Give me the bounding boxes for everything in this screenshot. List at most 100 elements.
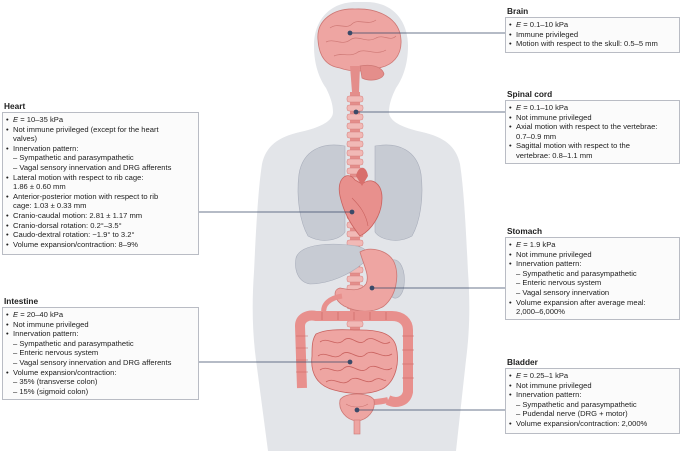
info-subitem: – Sympathetic and parasympathetic — [509, 269, 675, 279]
spinal-cord-info-list: E = 0.1–10 kPaNot immune privilegedAxial… — [509, 103, 675, 161]
info-subitem: – Sympathetic and parasympathetic — [509, 400, 675, 410]
info-text: – Sympathetic and parasympathetic — [13, 153, 134, 163]
heart — [338, 167, 383, 237]
info-text: Volume expansion after average meal: — [516, 297, 646, 307]
info-subitem: – Sympathetic and parasympathetic — [6, 339, 194, 349]
heart-info-list: E = 10–35 kPaNot immune privileged (exce… — [6, 115, 194, 249]
info-text: cage: 1.03 ± 0.33 mm — [13, 201, 87, 211]
bladder-info-list: E = 0.25–1 kPaNot immune privilegedInner… — [509, 371, 675, 429]
elastic-modulus-symbol: E — [13, 115, 19, 124]
liver — [295, 243, 368, 285]
info-text: = 0.1–10 kPa — [521, 103, 569, 112]
vertebra — [346, 158, 364, 166]
vertebra — [346, 149, 364, 157]
info-subitem: 0.7–0.9 mm — [509, 132, 675, 142]
info-item: Cranio-caudal motion: 2.81 ± 1.17 mm — [6, 211, 194, 221]
info-subitem: – Vagal sensory innervation and DRG affe… — [6, 163, 194, 173]
info-item: Not immune privileged — [6, 320, 194, 330]
info-text: Axial motion with respect to the vertebr… — [516, 122, 658, 132]
spinal-cord-title: Spinal cord — [507, 89, 553, 99]
info-text: Motion with respect to the skull: 0.5–5 … — [516, 39, 658, 49]
brainstem — [350, 66, 360, 92]
info-text: Caudo-dextral rotation: −1.9° to 3.2° — [13, 230, 135, 240]
info-item: Sagittal motion with respect to the — [509, 141, 675, 151]
info-item: Motion with respect to the skull: 0.5–5 … — [509, 39, 675, 49]
info-item: Anterior-posterior motion with respect t… — [6, 192, 194, 202]
info-item: E = 1.9 kPa — [509, 240, 675, 250]
info-item: Not immune privileged — [509, 381, 675, 391]
lungs — [297, 144, 423, 241]
vertebra — [346, 140, 364, 148]
info-text: Lateral motion with respect to rib cage: — [13, 172, 144, 182]
elastic-modulus-symbol: E — [516, 240, 522, 249]
info-text: – 15% (sigmoid colon) — [13, 386, 89, 396]
info-text: valves) — [13, 134, 38, 144]
vertebra — [346, 113, 364, 121]
info-text: = 0.1–10 kPa — [521, 20, 569, 29]
info-item: Volume expansion/contraction: 8–9% — [6, 240, 194, 250]
leader-lines — [199, 30, 505, 413]
info-subitem: 2,000–6,000% — [509, 307, 675, 317]
info-subitem: – Pudendal nerve (DRG + motor) — [509, 409, 675, 419]
info-text: vertebrae: 0.8–1.1 mm — [516, 150, 593, 160]
colon — [295, 310, 413, 407]
info-item: Not immune privileged — [509, 250, 675, 260]
info-text: Not immune privileged — [516, 380, 592, 390]
left-lung — [297, 144, 346, 241]
info-subitem: 1.86 ± 0.60 mm — [6, 182, 194, 192]
info-text: – Vagal sensory innervation and DRG affe… — [13, 357, 172, 367]
info-text: = 0.25–1 kPa — [521, 371, 569, 380]
info-text: Anterior-posterior motion with respect t… — [13, 191, 159, 201]
info-text: Cranio-dorsal rotation: 0.2°–3.5° — [13, 220, 122, 230]
info-text: Immune privileged — [516, 29, 579, 39]
info-text: Not immune privileged — [516, 249, 592, 259]
info-subitem: – Enteric nervous system — [509, 278, 675, 288]
info-subitem: – Vagal sensory innervation — [509, 288, 675, 298]
info-text: = 1.9 kPa — [521, 240, 556, 249]
bladder-info-box: E = 0.25–1 kPaNot immune privilegedInner… — [505, 368, 680, 434]
info-subitem: cage: 1.03 ± 0.33 mm — [6, 201, 194, 211]
info-text: – Pudendal nerve (DRG + motor) — [516, 409, 628, 419]
info-text: Volume expansion/contraction: — [13, 367, 117, 377]
heart-info-box: E = 10–35 kPaNot immune privileged (exce… — [2, 112, 199, 255]
info-text: Sagittal motion with respect to the — [516, 141, 630, 151]
vertebra — [346, 131, 364, 139]
info-text: – Enteric nervous system — [13, 348, 99, 358]
info-item: E = 20–40 kPa — [6, 310, 194, 320]
info-item: Volume expansion/contraction: 2,000% — [509, 419, 675, 429]
info-text: 0.7–0.9 mm — [516, 131, 557, 141]
info-text: – Vagal sensory innervation — [516, 287, 610, 297]
info-text: Innervation pattern: — [13, 329, 79, 339]
intestine-title: Intestine — [4, 296, 39, 306]
info-item: E = 0.25–1 kPa — [509, 371, 675, 381]
info-text: Innervation pattern: — [13, 143, 79, 153]
spinal-cord-info-box: E = 0.1–10 kPaNot immune privilegedAxial… — [505, 100, 680, 164]
bladder — [339, 393, 375, 435]
vertebra — [346, 275, 364, 283]
brain — [317, 8, 402, 92]
info-item: E = 0.1–10 kPa — [509, 103, 675, 113]
info-item: Caudo-dextral rotation: −1.9° to 3.2° — [6, 230, 194, 240]
info-text: Not immune privileged (except for the he… — [13, 124, 159, 134]
heart-title: Heart — [4, 101, 26, 111]
info-text: Innervation pattern: — [516, 259, 582, 269]
info-text: – Vagal sensory innervation and DRG affe… — [13, 162, 172, 172]
elastic-modulus-symbol: E — [13, 310, 19, 319]
brain-title: Brain — [507, 6, 529, 16]
cerebellum — [359, 64, 385, 81]
info-subitem: – Vagal sensory innervation and DRG affe… — [6, 358, 194, 368]
info-subitem: – 35% (transverse colon) — [6, 377, 194, 387]
info-item: Innervation pattern: — [509, 259, 675, 269]
info-item: Immune privileged — [509, 30, 675, 40]
info-text: – Sympathetic and parasympathetic — [516, 399, 637, 409]
info-item: Not immune privileged — [509, 113, 675, 123]
info-subitem: – 15% (sigmoid colon) — [6, 387, 194, 397]
info-item: E = 0.1–10 kPa — [509, 20, 675, 30]
info-item: Axial motion with respect to the vertebr… — [509, 122, 675, 132]
info-subitem: valves) — [6, 134, 194, 144]
brain-info-box: E = 0.1–10 kPaImmune privilegedMotion wi… — [505, 17, 680, 53]
info-item: Innervation pattern: — [6, 144, 194, 154]
info-subitem: – Enteric nervous system — [6, 348, 194, 358]
info-item: Innervation pattern: — [509, 390, 675, 400]
